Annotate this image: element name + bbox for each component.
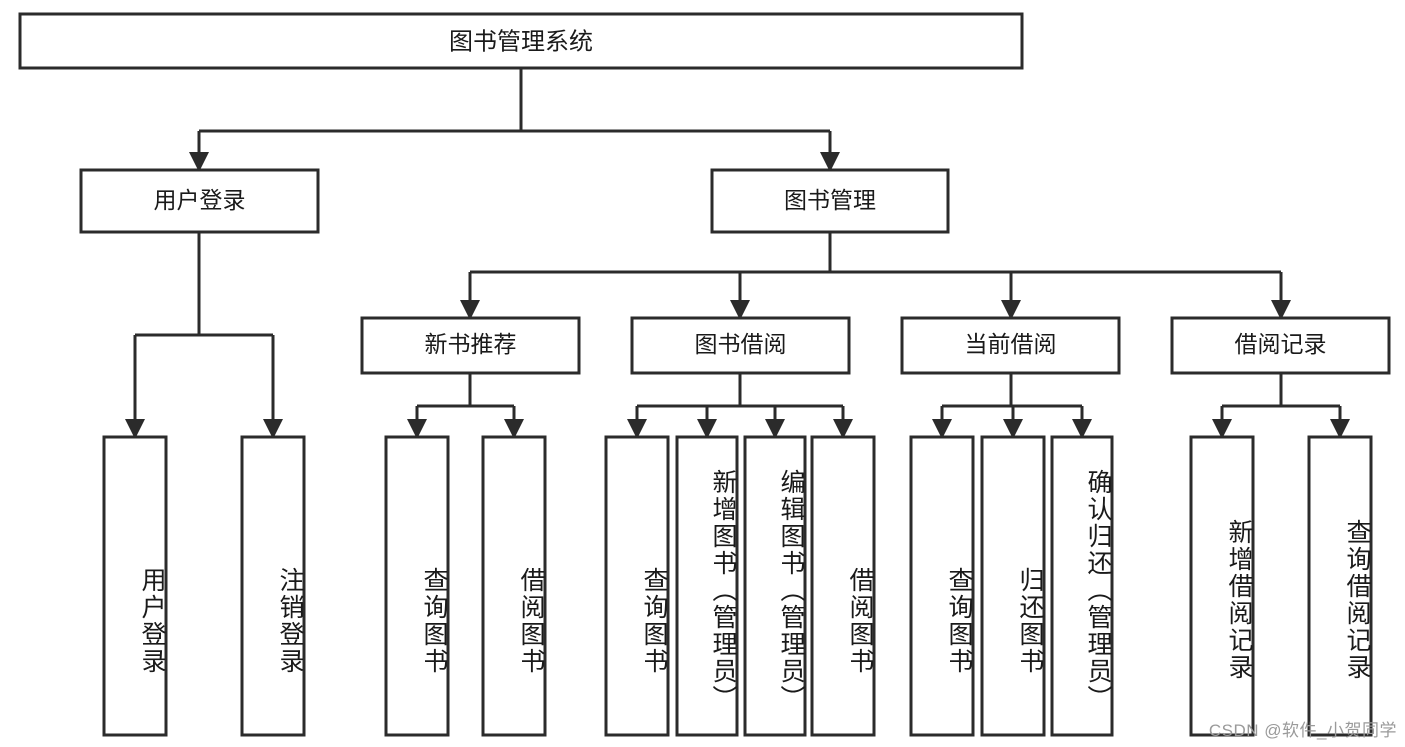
- node-root-label: 图书管理系统: [449, 28, 593, 55]
- arrowhead-icon: [833, 419, 853, 439]
- connector-root-to-level1: [197, 68, 832, 152]
- arrowhead-icon: [189, 152, 209, 172]
- connector-borrowrecords-to-leaves: [1220, 373, 1342, 419]
- leaf-box-user-login[interactable]: [102, 435, 168, 737]
- arrowhead-icon: [932, 419, 952, 439]
- node-user-login-label: 用户登录: [154, 187, 246, 213]
- node-book-management-label: 图书管理: [784, 187, 876, 213]
- arrowhead-icon: [125, 419, 145, 439]
- csdn-watermark: CSDN @软件_小贺同学: [1208, 721, 1397, 740]
- node-borrow-records-label: 借阅记录: [1235, 331, 1327, 357]
- arrowhead-icon: [1271, 300, 1291, 320]
- node-root-box[interactable]: [18, 12, 1024, 70]
- arrowhead-icon: [1330, 419, 1350, 439]
- node-new-book-recommend-box[interactable]: [360, 316, 581, 375]
- arrowhead-icon: [460, 300, 480, 320]
- arrowhead-icon: [407, 419, 427, 439]
- arrowhead-icon: [263, 419, 283, 439]
- arrowhead-icon: [1212, 419, 1232, 439]
- leaf-box-query-record[interactable]: [1307, 435, 1373, 737]
- connector-newbook-to-leaves: [415, 373, 516, 419]
- leaf-box-query-book-3[interactable]: [909, 435, 975, 737]
- leaf-boxes-group: [102, 435, 1373, 737]
- node-user-login-box[interactable]: [79, 168, 320, 234]
- arrowhead-icon: [627, 419, 647, 439]
- arrowhead-icon: [730, 300, 750, 320]
- leaf-box-borrow-book-2[interactable]: [810, 435, 876, 737]
- node-new-book-recommend[interactable]: 新书推荐: [360, 316, 581, 375]
- connector-currentborrow-to-leaves: [940, 373, 1084, 419]
- node-current-borrow[interactable]: 当前借阅: [900, 316, 1121, 375]
- leaf-box-return-book[interactable]: [980, 435, 1046, 737]
- connector-userlogin-to-leaves: [133, 232, 275, 419]
- node-current-borrow-box[interactable]: [900, 316, 1121, 375]
- leaf-box-logout[interactable]: [240, 435, 306, 737]
- node-book-management-box[interactable]: [710, 168, 950, 234]
- node-user-login[interactable]: 用户登录: [79, 168, 320, 234]
- node-borrow-records-box[interactable]: [1170, 316, 1391, 375]
- node-borrow-records[interactable]: 借阅记录: [1170, 316, 1391, 375]
- arrowheads-group: [125, 152, 1350, 439]
- node-root[interactable]: 图书管理系统: [18, 12, 1024, 70]
- connector-bookborrow-to-leaves: [635, 373, 845, 419]
- leaf-box-query-book-2[interactable]: [604, 435, 670, 737]
- node-book-borrow[interactable]: 图书借阅: [630, 316, 851, 375]
- connectors-group: [133, 68, 1342, 419]
- node-book-management[interactable]: 图书管理: [710, 168, 950, 234]
- node-new-book-recommend-label: 新书推荐: [425, 331, 517, 357]
- arrowhead-icon: [1072, 419, 1092, 439]
- arrowhead-icon: [765, 419, 785, 439]
- arrowhead-icon: [697, 419, 717, 439]
- connector-bookmgmt-to-level2: [468, 232, 1283, 300]
- leaf-box-query-book-1[interactable]: [384, 435, 450, 737]
- arrowhead-icon: [504, 419, 524, 439]
- leaf-box-borrow-book-1[interactable]: [481, 435, 547, 737]
- leaf-box-add-record[interactable]: [1189, 435, 1255, 737]
- arrowhead-icon: [1003, 419, 1023, 439]
- leaf-box-add-book[interactable]: [675, 435, 739, 737]
- arrowhead-icon: [820, 152, 840, 172]
- node-book-borrow-box[interactable]: [630, 316, 851, 375]
- node-book-borrow-label: 图书借阅: [695, 331, 787, 357]
- node-current-borrow-label: 当前借阅: [965, 331, 1057, 357]
- leaf-box-edit-book[interactable]: [743, 435, 807, 737]
- arrowhead-icon: [1001, 300, 1021, 320]
- leaf-box-confirm-return[interactable]: [1050, 435, 1114, 737]
